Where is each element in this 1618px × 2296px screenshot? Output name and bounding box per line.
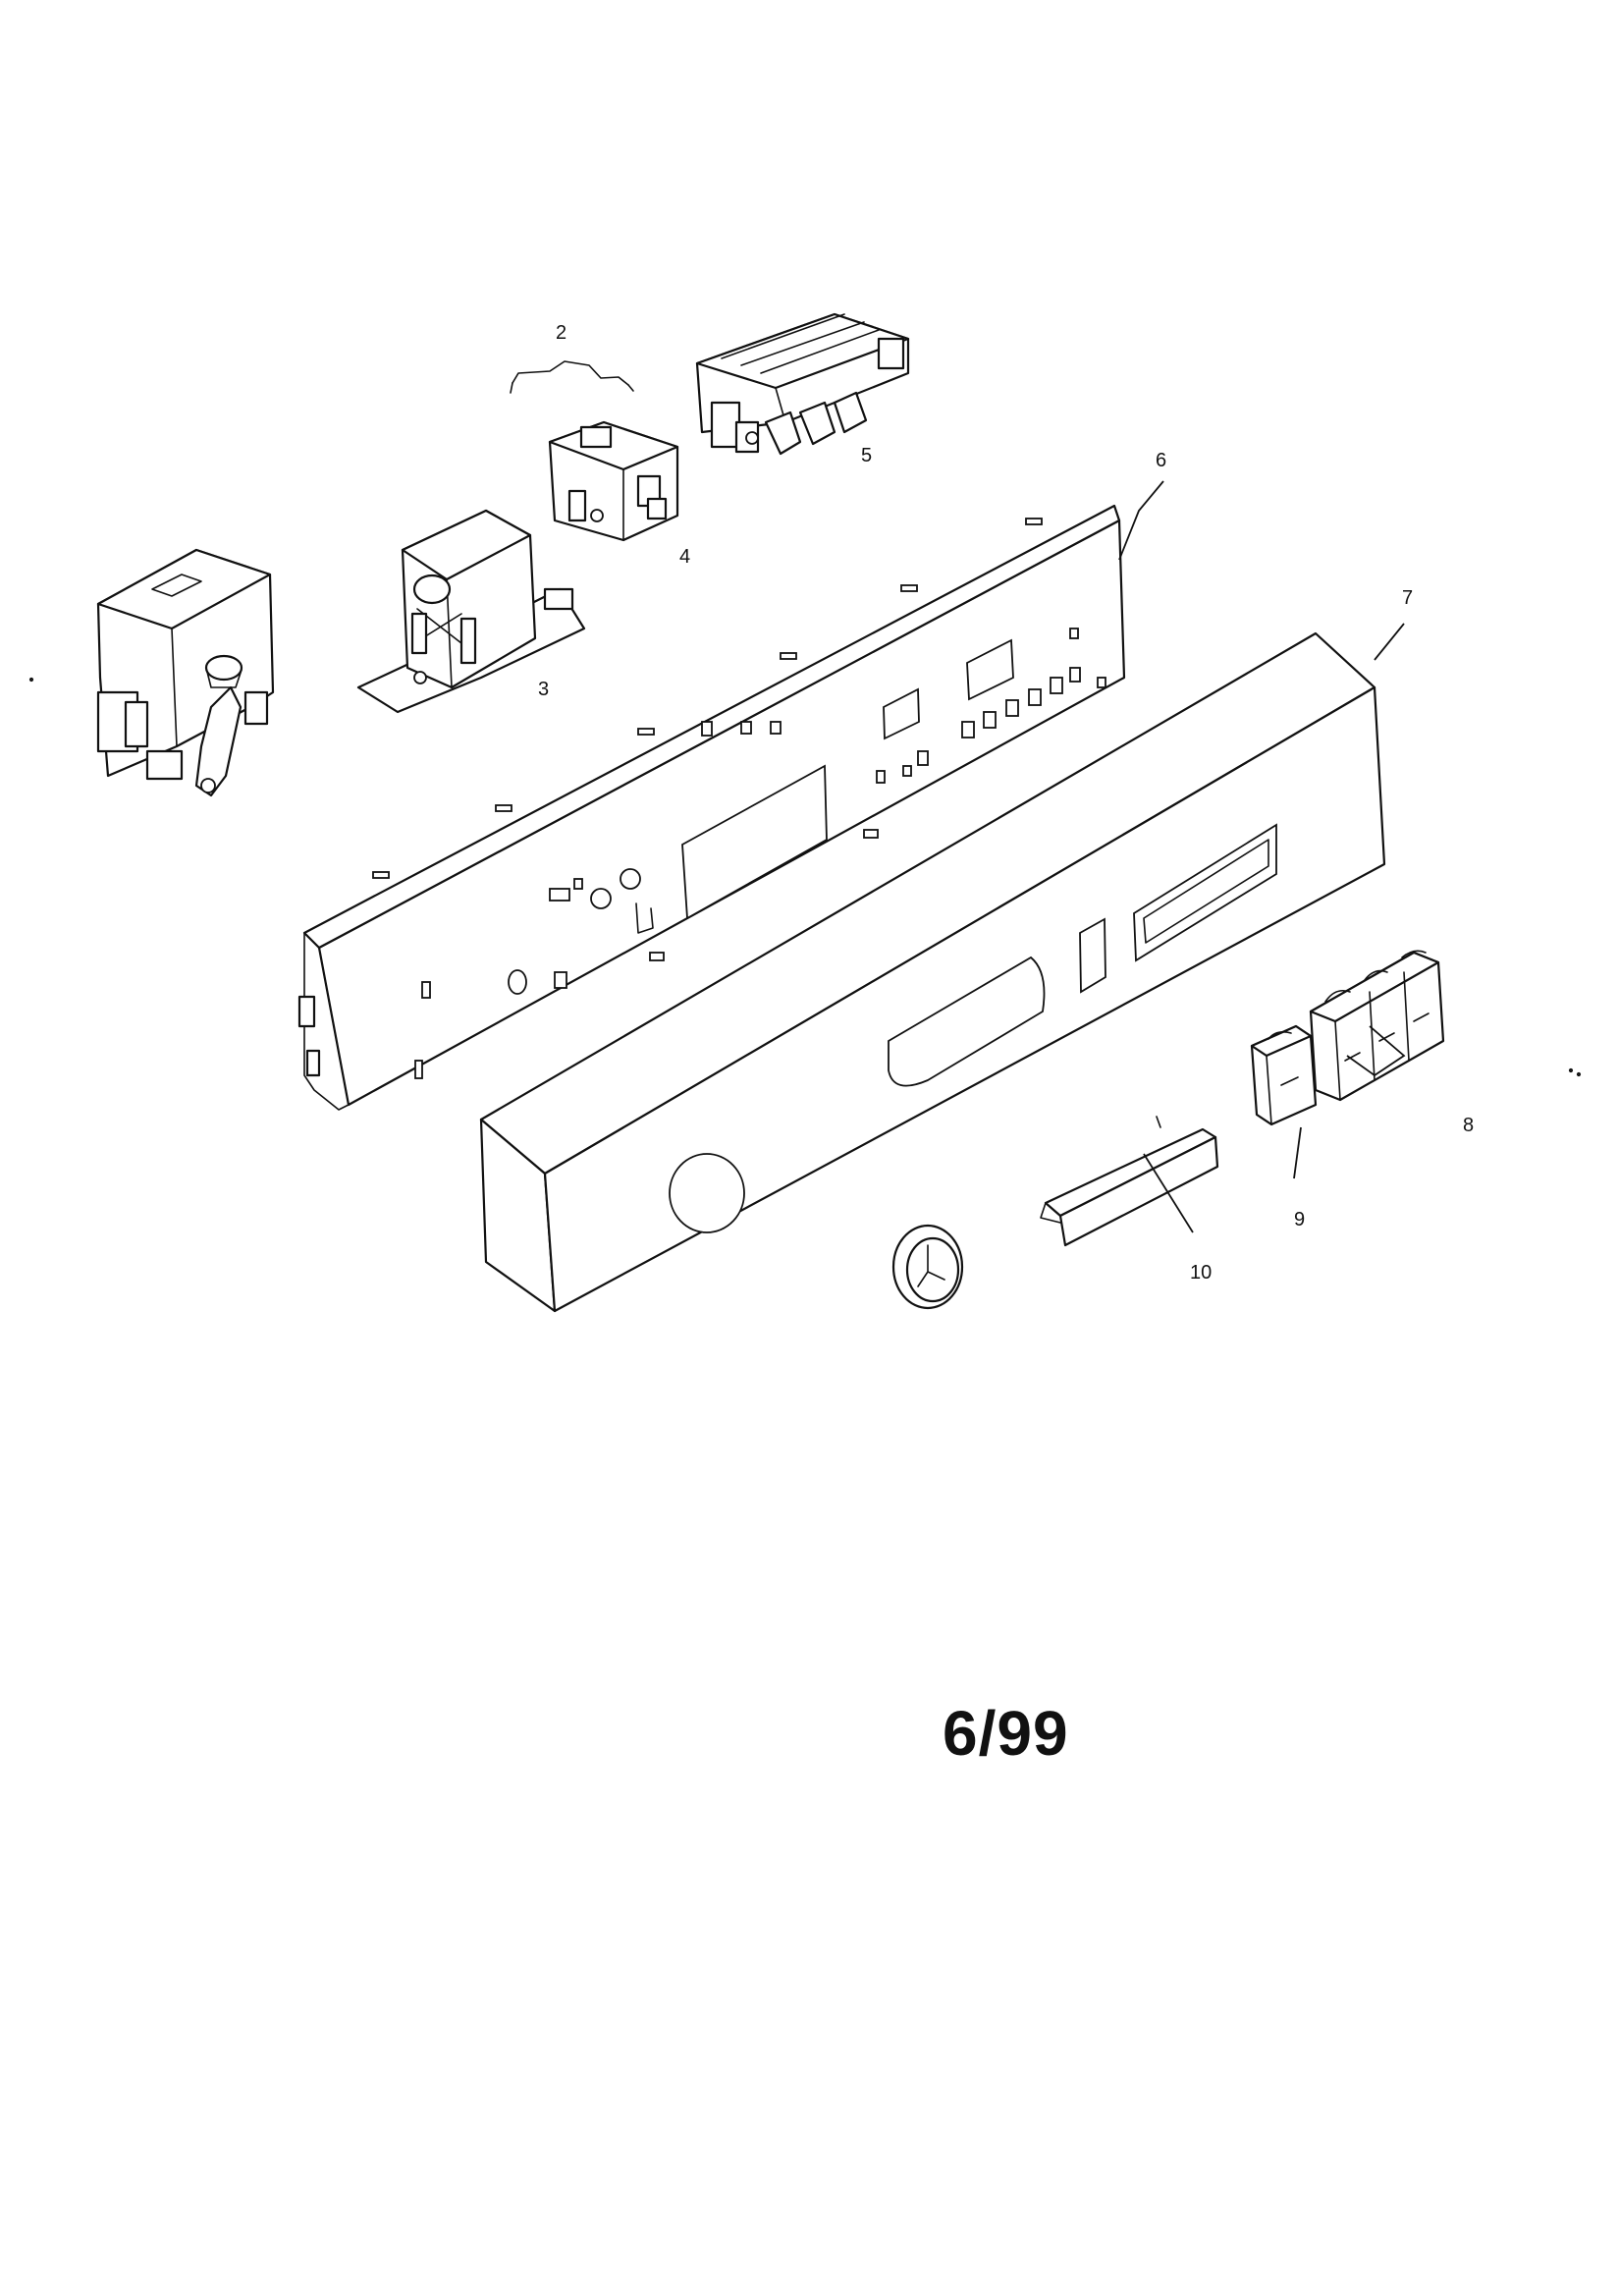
- stray-mark-right: [1568, 1067, 1574, 1073]
- callout-9: 9: [1294, 1209, 1305, 1230]
- callout-3: 3: [538, 679, 549, 700]
- callout-8: 8: [1463, 1115, 1474, 1136]
- callout-7: 7: [1402, 587, 1413, 609]
- control-panel-fascia: [479, 631, 1386, 1313]
- switch-bank: [695, 312, 910, 456]
- trim-strip: [1040, 1116, 1219, 1247]
- control-knob: [891, 1224, 964, 1310]
- timer-assembly: [96, 548, 275, 797]
- control-panel-frame: [297, 504, 1126, 1111]
- triple-push-button: [1309, 950, 1445, 1102]
- stray-mark-left: [28, 677, 34, 683]
- switch-block: [548, 420, 679, 542]
- callout-4: 4: [679, 546, 690, 568]
- switch-module: [356, 509, 586, 714]
- callout-2: 2: [556, 322, 566, 344]
- wire-spring: [510, 360, 634, 394]
- single-push-button: [1250, 1024, 1318, 1126]
- callout-10: 10: [1190, 1262, 1212, 1284]
- callout-5: 5: [861, 445, 872, 466]
- stray-mark-right-2: [1576, 1071, 1582, 1077]
- leader-lines: [1118, 480, 1406, 1233]
- revision-date-label: 6/99: [943, 1698, 1069, 1769]
- callout-6: 6: [1156, 450, 1166, 471]
